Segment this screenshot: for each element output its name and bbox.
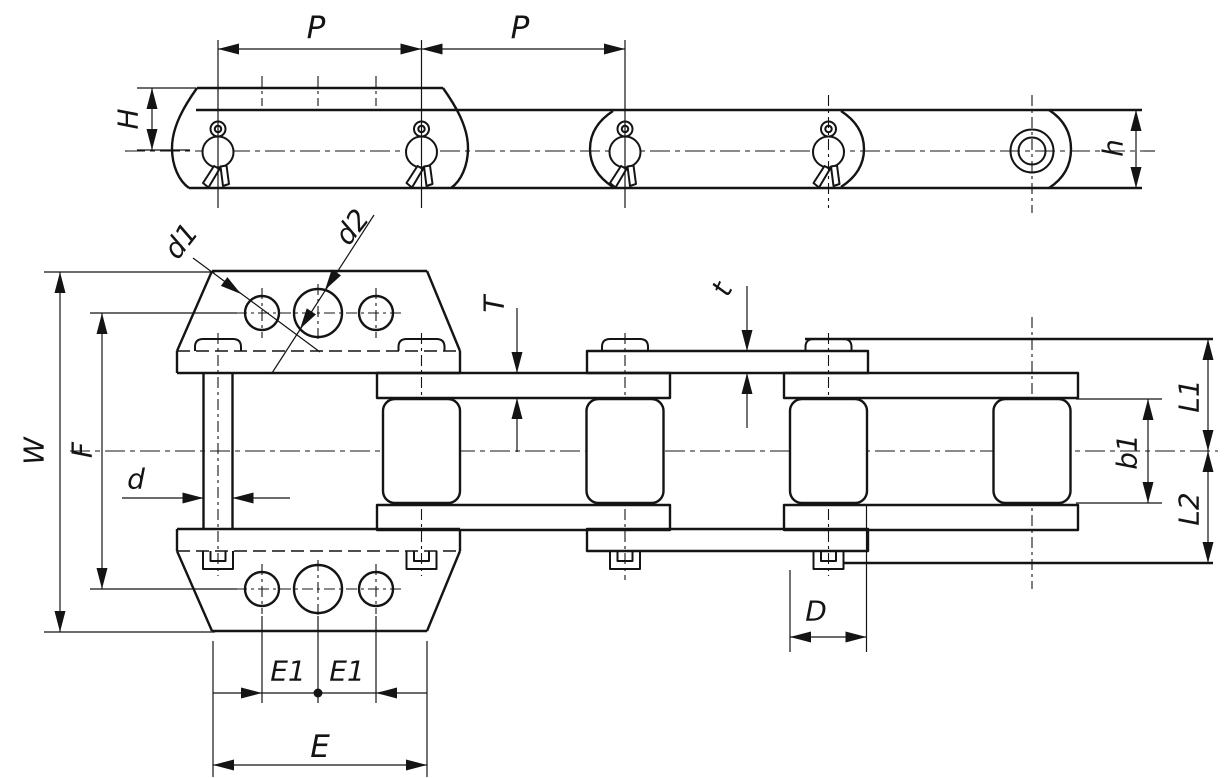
dim-pin-diameter: d xyxy=(122,463,290,504)
bottom-holes-centerlines xyxy=(236,560,404,618)
attachment-side-right-edge xyxy=(442,87,470,189)
dim-overall-width: W xyxy=(18,271,215,633)
dim-label-E1-left: E1 xyxy=(270,655,306,688)
cotter-bottom-pin4 xyxy=(812,551,845,570)
dim-label-h: h xyxy=(1097,139,1130,157)
attachment-hole-small-right-bottom xyxy=(357,570,395,608)
dim-hole-offsets: E1 E1 xyxy=(213,616,427,703)
attachment-hole-large-bottom xyxy=(292,563,344,615)
outer-plate-B-bottom xyxy=(585,527,870,553)
dim-inner-plate-thickness: T xyxy=(478,294,523,452)
attachment-hole-large-top xyxy=(292,287,344,339)
dim-label-L2: L2 xyxy=(1173,492,1206,525)
dim-label-D: D xyxy=(805,595,827,628)
cotter-bottom-pin2 xyxy=(405,551,438,570)
dim-pin-length-top: L1 xyxy=(1173,339,1214,451)
dim-center-dot xyxy=(313,688,323,698)
dim-label-W: W xyxy=(18,436,51,465)
dim-hole-outer-span: E xyxy=(212,641,428,777)
dim-inner-width: b1 xyxy=(1076,398,1162,504)
dim-large-hole: d2 xyxy=(271,203,376,374)
dim-label-H: H xyxy=(112,108,145,129)
dim-pitch: P P xyxy=(218,10,625,55)
roller-pin2 xyxy=(381,397,462,505)
dim-roller-diameter: D xyxy=(789,506,868,652)
attachment-hole-small-left-bottom xyxy=(243,570,281,608)
dim-label-F: F xyxy=(66,441,99,458)
dim-label-b1: b1 xyxy=(1111,434,1144,470)
plan-view: W F d d1 d2 xyxy=(18,203,1218,777)
dim-label-d1: d1 xyxy=(157,217,205,265)
attachment-hole-small-left-top xyxy=(243,294,281,332)
roller-pin5 xyxy=(992,397,1072,505)
dim-label-E1-right: E1 xyxy=(329,655,365,688)
dim-plate-height: h xyxy=(1097,110,1142,188)
inner-plate-A-top xyxy=(375,371,672,400)
attachment-plate-bottom xyxy=(175,527,462,633)
dim-hole-line-span: F xyxy=(66,312,237,590)
dim-attachment-height: H xyxy=(112,87,196,151)
inner-plate-C-top xyxy=(782,371,1080,400)
dim-label-pitch-right: P xyxy=(511,10,530,46)
plate-cap-pin4 xyxy=(840,109,866,189)
roller-pin4 xyxy=(788,397,869,505)
side-view: P P H h xyxy=(112,10,1155,213)
dim-pin-length-bottom: L2 xyxy=(1173,451,1214,563)
chain-end-cap xyxy=(1048,108,1073,190)
cotter-tab-pin3 xyxy=(601,338,649,351)
dim-label-T: T xyxy=(478,294,511,313)
attachment-side-left-edge xyxy=(170,87,198,189)
outer-plate-B-top xyxy=(585,349,870,375)
cotter-tab-pin1 xyxy=(194,338,242,351)
dim-label-E: E xyxy=(310,729,330,765)
plate-cap-pin3 xyxy=(588,109,614,189)
top-holes-centerlines xyxy=(236,284,404,342)
attachment-hole-ticks xyxy=(261,76,377,106)
dim-small-hole: d1 xyxy=(157,217,321,353)
dim-label-L1: L1 xyxy=(1173,379,1206,412)
cotter-bottom-pin3 xyxy=(609,551,641,570)
pin1-shaft xyxy=(202,373,234,529)
roller-pin3 xyxy=(585,397,665,505)
inner-plate-C-bottom xyxy=(782,503,1080,532)
dim-label-d2: d2 xyxy=(328,203,376,251)
dim-label-pitch-left: P xyxy=(307,10,326,46)
cotter-tab-pin2 xyxy=(397,338,446,351)
dim-label-d: d xyxy=(127,463,145,496)
cotter-bottom-pin1 xyxy=(202,551,234,570)
dim-label-t: t xyxy=(705,276,740,301)
attachment-hole-small-right-top xyxy=(357,294,395,332)
